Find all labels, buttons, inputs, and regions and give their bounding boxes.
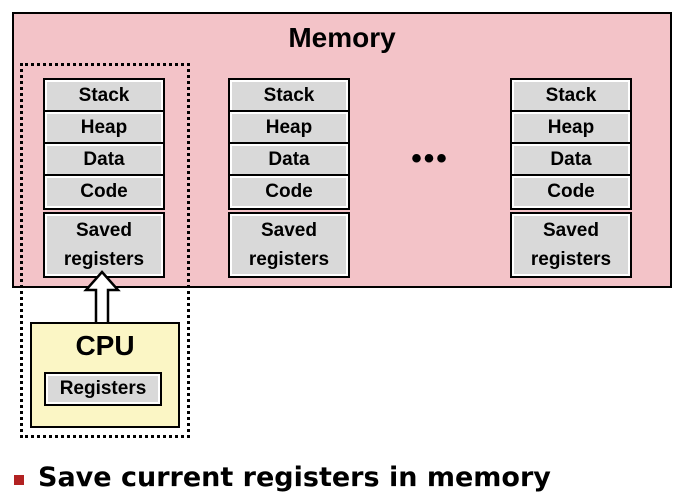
segment-stack: Stack	[43, 78, 165, 114]
segment-data: Data	[510, 142, 632, 178]
save-arrow-icon	[83, 270, 121, 326]
context-switch-region	[20, 63, 190, 438]
saved-registers: Saved registers	[510, 212, 632, 278]
segment-data: Data	[228, 142, 350, 178]
segment-heap: Heap	[510, 110, 632, 146]
segment-stack: Stack	[510, 78, 632, 114]
saved-label-line2: registers	[248, 249, 330, 270]
cpu-registers: Registers	[44, 372, 162, 406]
cpu-title: CPU	[75, 330, 135, 361]
segment-heap: Heap	[43, 110, 165, 146]
saved-label-line1: Saved	[543, 220, 599, 241]
segment-code: Code	[510, 174, 632, 210]
process-memory-1: Stack Heap Data Code Saved registers	[43, 78, 165, 278]
process-memory-3: Stack Heap Data Code Saved registers	[510, 78, 632, 278]
bullet-marker-icon	[14, 475, 24, 485]
saved-label-line2: registers	[63, 249, 145, 270]
process-memory-2: Stack Heap Data Code Saved registers	[228, 78, 350, 278]
segment-code: Code	[43, 174, 165, 210]
memory-title: Memory	[288, 22, 396, 53]
saved-label-line2: registers	[530, 249, 612, 270]
segment-stack: Stack	[228, 78, 350, 114]
segment-code: Code	[228, 174, 350, 210]
saved-registers: Saved registers	[43, 212, 165, 278]
segment-data: Data	[43, 142, 165, 178]
more-processes-ellipsis: •••	[411, 142, 449, 175]
segment-heap: Heap	[228, 110, 350, 146]
saved-label-line1: Saved	[76, 220, 132, 241]
saved-label-line1: Saved	[261, 220, 317, 241]
bullet-text: Save current registers in memory	[38, 462, 551, 493]
saved-registers: Saved registers	[228, 212, 350, 278]
